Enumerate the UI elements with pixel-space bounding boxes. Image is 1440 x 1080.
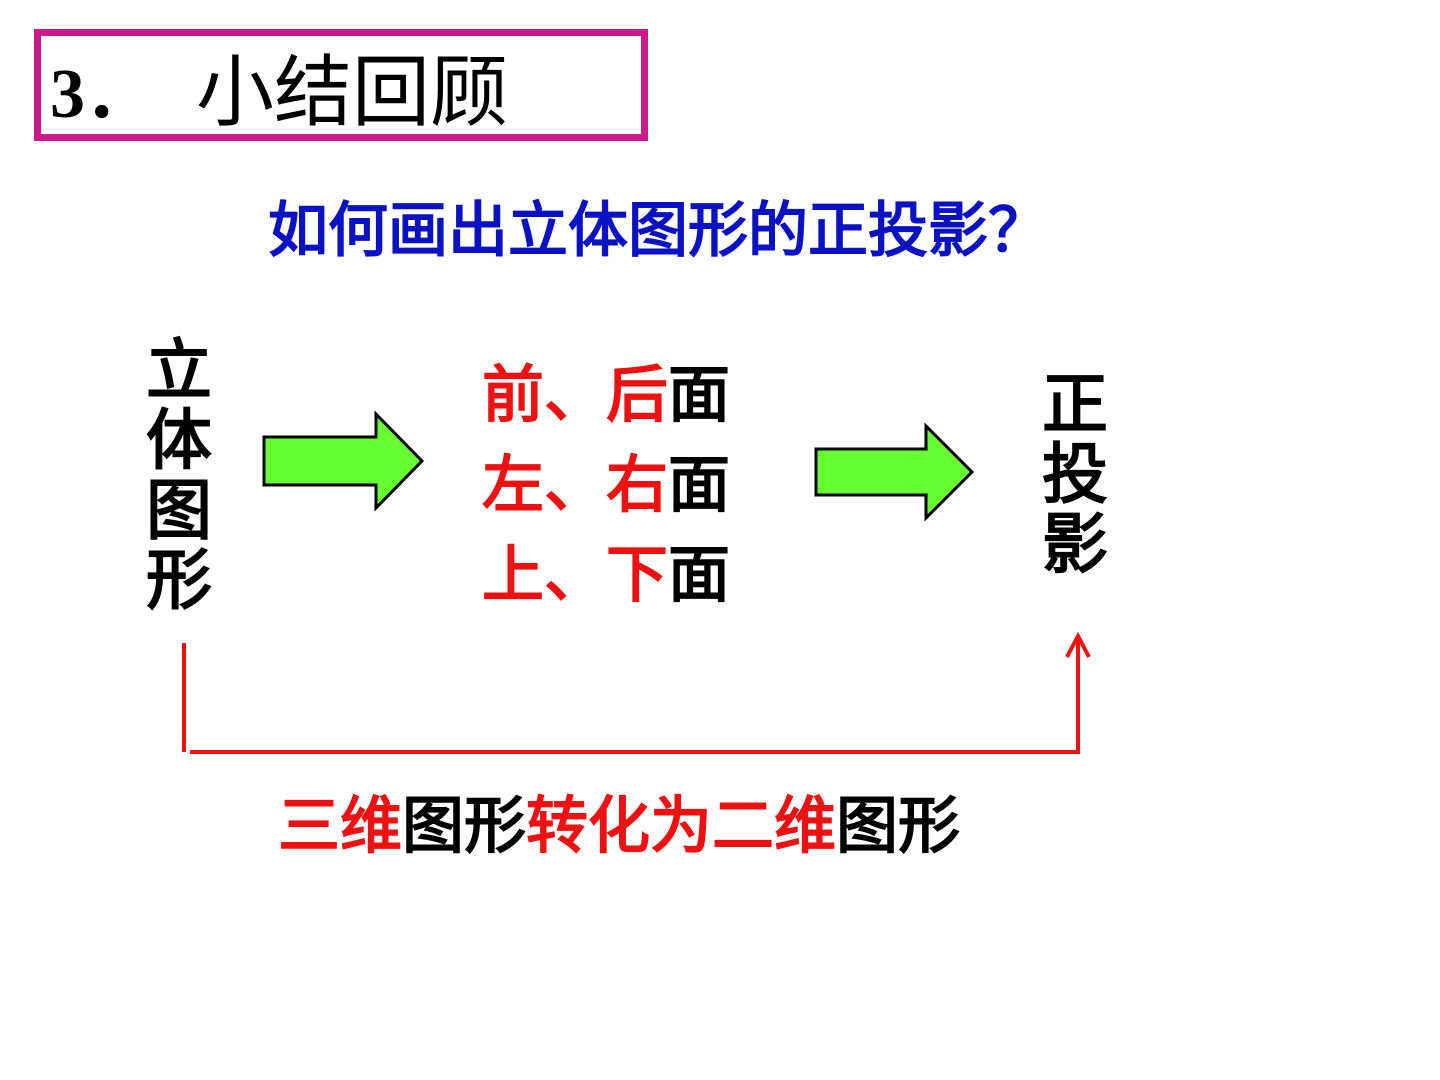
face-back: 后 bbox=[606, 358, 669, 431]
face-row-front-back: 前、后面 bbox=[482, 350, 730, 440]
projection-char: 影 bbox=[1042, 506, 1108, 583]
face-top: 上 bbox=[482, 538, 545, 611]
face-left: 左 bbox=[482, 448, 545, 521]
caption-convert-2d: 转化为二维 bbox=[526, 789, 837, 862]
face-suffix: 面 bbox=[668, 538, 731, 611]
arrowhead-up-icon bbox=[1065, 631, 1091, 658]
view-faces-list: 前、后面 左、右面 上、下面 bbox=[482, 350, 730, 620]
section-number: 3． bbox=[50, 56, 155, 133]
solid-figure-label: 立 体 图 形 bbox=[146, 336, 212, 616]
question-heading: 如何画出立体图形的正投影？ bbox=[268, 196, 1048, 266]
face-row-left-right: 左、右面 bbox=[482, 440, 730, 530]
solid-figure-char: 图 bbox=[146, 472, 212, 549]
title-frame bbox=[34, 29, 648, 141]
projection-char: 投 bbox=[1042, 436, 1108, 513]
solid-figure-char: 体 bbox=[146, 402, 212, 479]
arrow-right-icon bbox=[814, 422, 975, 522]
caption-3d: 三维 bbox=[278, 789, 403, 862]
face-front: 前 bbox=[482, 358, 545, 431]
conversion-caption: 三维图形转化为二维图形 bbox=[278, 790, 960, 862]
orthographic-projection-label: 正 投 影 bbox=[1042, 370, 1108, 580]
solid-figure-char: 形 bbox=[146, 542, 212, 619]
face-separator: 、 bbox=[544, 448, 607, 521]
caption-figure: 图形 bbox=[402, 789, 527, 862]
solid-figure-char: 立 bbox=[146, 332, 212, 409]
bracket-connector bbox=[182, 638, 1080, 754]
face-right: 右 bbox=[606, 448, 669, 521]
face-suffix: 面 bbox=[668, 448, 731, 521]
projection-char: 正 bbox=[1042, 366, 1108, 443]
face-suffix: 面 bbox=[668, 358, 731, 431]
face-separator: 、 bbox=[544, 538, 607, 611]
face-row-top-bottom: 上、下面 bbox=[482, 530, 730, 620]
section-title: 小结回顾 bbox=[196, 48, 509, 138]
face-separator: 、 bbox=[544, 358, 607, 431]
face-bottom: 下 bbox=[606, 538, 669, 611]
caption-figure: 图形 bbox=[836, 789, 961, 862]
arrow-right-icon bbox=[262, 410, 425, 512]
